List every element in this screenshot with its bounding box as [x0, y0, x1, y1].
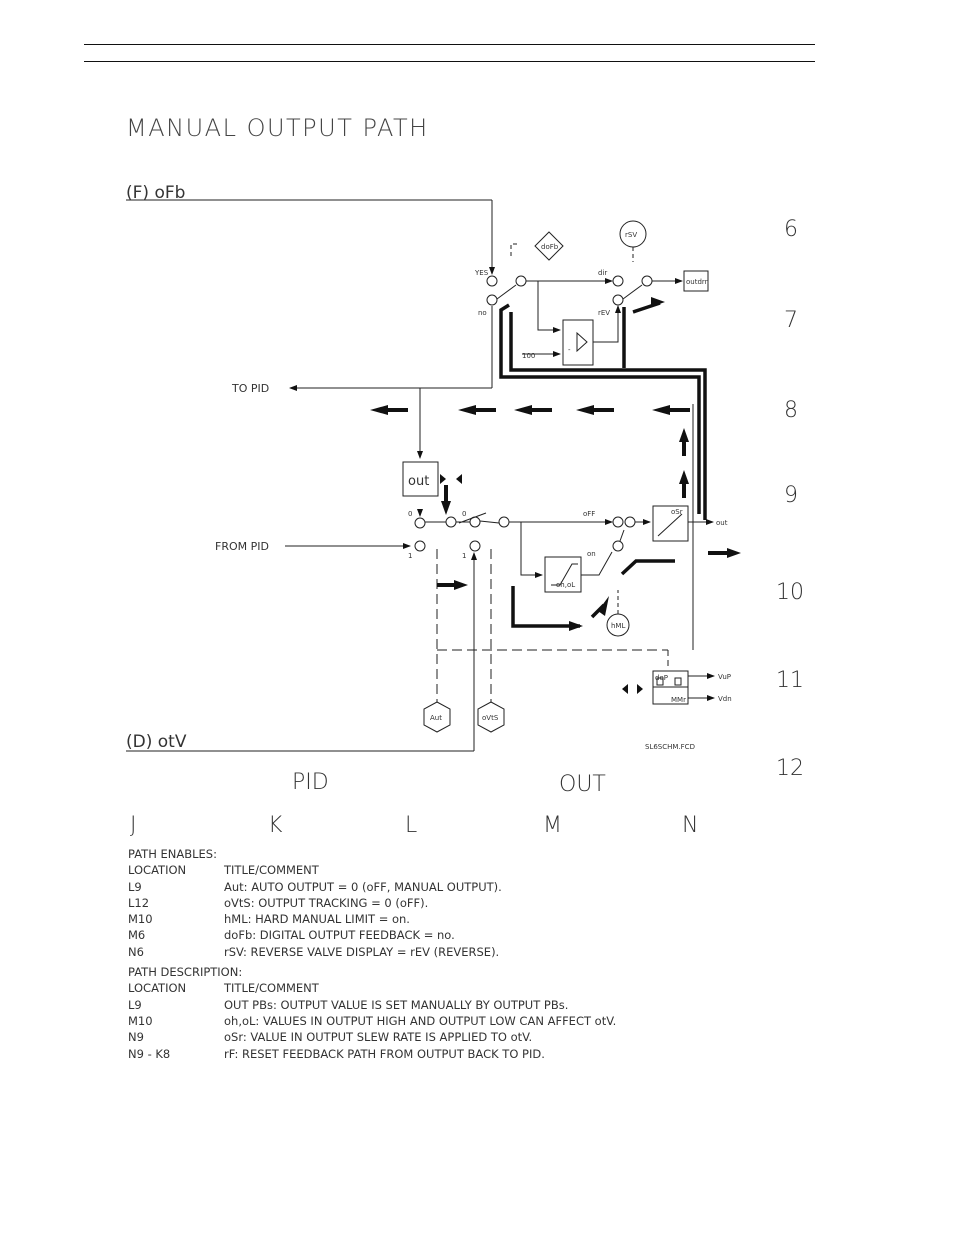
list-item: M10 oh,oL: VALUES IN OUTPUT HIGH AND OUT…: [128, 1013, 616, 1029]
one-b-label: 1: [462, 552, 466, 560]
out-block-label: out: [408, 474, 429, 489]
to-pid-label: TO PID: [231, 382, 269, 395]
path-description-header-row: LOCATION TITLE/COMMENT: [128, 980, 616, 996]
dop-label: doP: [655, 674, 668, 682]
row-label: 6: [784, 217, 798, 242]
location-cell: N6: [128, 944, 144, 959]
ovts-label: oVtS: [482, 714, 499, 722]
col-label: M: [543, 813, 562, 838]
out-section-label: OUT: [559, 772, 606, 797]
out-label: out: [716, 519, 728, 527]
zero-b-label: 0: [462, 510, 466, 518]
col-label: J: [130, 813, 137, 838]
yes-label: YES: [474, 269, 489, 277]
path-enables-header-row: LOCATION TITLE/COMMENT: [128, 862, 616, 878]
comment-cell: OUT PBs: OUTPUT VALUE IS SET MANUALLY BY…: [224, 997, 569, 1012]
path-description-heading: PATH DESCRIPTION:: [128, 965, 243, 980]
vdn-label: Vdn: [718, 695, 732, 703]
aut-label: Aut: [430, 714, 442, 722]
comment-cell: hML: HARD MANUAL LIMIT = on.: [224, 912, 410, 927]
on-label: on: [587, 550, 596, 558]
col-label: N: [682, 813, 698, 838]
title-header: TITLE/COMMENT: [224, 981, 319, 996]
row-label: 10: [776, 580, 804, 605]
page-title: MANUAL OUTPUT PATH: [126, 114, 429, 142]
second-rule: [84, 61, 815, 62]
one-a-label: 1: [408, 552, 412, 560]
top-rule: [84, 44, 815, 45]
location-cell: L12: [128, 895, 150, 910]
comment-cell: rF: RESET FEEDBACK PATH FROM OUTPUT BACK…: [224, 1046, 545, 1061]
comment-cell: oSr: VALUE IN OUTPUT SLEW RATE IS APPLIE…: [224, 1030, 533, 1045]
row-label: 12: [776, 756, 804, 781]
vup-label: VuP: [718, 673, 731, 681]
list-item: L9 Aut: AUTO OUTPUT = 0 (oFF, MANUAL OUT…: [128, 879, 616, 895]
list-item: N9 oSr: VALUE IN OUTPUT SLEW RATE IS APP…: [128, 1029, 616, 1045]
minus-label: -: [568, 346, 571, 354]
comment-cell: Aut: AUTO OUTPUT = 0 (oFF, MANUAL OUTPUT…: [224, 879, 502, 894]
title-header: TITLE/COMMENT: [224, 863, 319, 878]
list-item: M6 doFb: DIGITAL OUTPUT FEEDBACK = no.: [128, 927, 616, 943]
outdrn-label: outdrn: [686, 278, 709, 286]
dofb-label: doFb: [541, 243, 559, 251]
from-pid-label: FROM PID: [215, 540, 269, 553]
row-label: 9: [784, 483, 798, 508]
location-cell: N9: [128, 1030, 144, 1045]
comment-cell: doFb: DIGITAL OUTPUT FEEDBACK = no.: [224, 928, 455, 943]
location-cell: L9: [128, 997, 142, 1012]
location-cell: M6: [128, 928, 146, 943]
location-header: LOCATION: [128, 981, 187, 996]
hundred-label: 100: [522, 352, 535, 360]
location-cell: L9: [128, 879, 142, 894]
path-enables-heading: PATH ENABLES:: [128, 847, 217, 861]
off-label: oFF: [583, 510, 595, 518]
list-item: L9 OUT PBs: OUTPUT VALUE IS SET MANUALLY…: [128, 997, 616, 1013]
file-id-label: SL6SCHM.FCD: [645, 743, 695, 751]
otv-label: (D) otV: [126, 732, 187, 752]
location-header: LOCATION: [128, 863, 187, 878]
ofb-label: (F) oFb: [126, 183, 185, 203]
list-item: L12 oVtS: OUTPUT TRACKING = 0 (oFF).: [128, 895, 616, 911]
row-label: 8: [784, 398, 798, 423]
notes-section: PATH ENABLES: LOCATION TITLE/COMMENT L9 …: [128, 846, 616, 1062]
rsv-label: rSV: [625, 231, 637, 239]
mmr-label: MMr: [671, 696, 686, 704]
osr-label: oSr: [671, 508, 683, 516]
list-item: N6 rSV: REVERSE VALVE DISPLAY = rEV (REV…: [128, 944, 616, 960]
comment-cell: oVtS: OUTPUT TRACKING = 0 (oFF).: [224, 895, 429, 910]
manual-output-path-diagram: (F) oFb (D) otV TO PID FROM PID doFb rSV…: [126, 183, 804, 838]
comment-cell: rSV: REVERSE VALVE DISPLAY = rEV (REVERS…: [224, 944, 500, 959]
location-cell: M10: [128, 912, 153, 927]
ohol-label: oh,oL: [556, 581, 575, 589]
list-item: M10 hML: HARD MANUAL LIMIT = on.: [128, 911, 616, 927]
rev-label: rEV: [598, 309, 610, 317]
row-label: 7: [784, 308, 798, 333]
no-label: no: [478, 309, 487, 317]
location-cell: M10: [128, 1013, 153, 1028]
pid-section-label: PID: [292, 770, 329, 795]
list-item: N9 - K8 rF: RESET FEEDBACK PATH FROM OUT…: [128, 1046, 616, 1062]
col-label: L: [405, 813, 417, 838]
row-label: 11: [776, 668, 804, 693]
col-label: K: [268, 813, 283, 838]
dir-label: dir: [598, 269, 607, 277]
hml-label: hML: [611, 622, 625, 630]
comment-cell: oh,oL: VALUES IN OUTPUT HIGH AND OUTPUT …: [224, 1013, 617, 1028]
zero-a-label: 0: [408, 510, 412, 518]
location-cell: N9 - K8: [128, 1046, 171, 1061]
